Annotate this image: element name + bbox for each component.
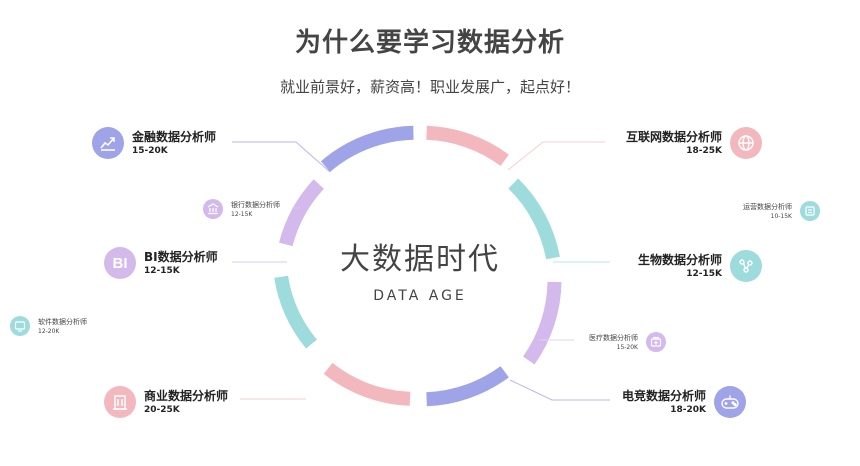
role-software-name: 软件数据分析师 — [38, 317, 87, 326]
role-internet-name: 互联网数据分析师 — [625, 129, 722, 144]
role-software: 软件数据分析师 12-20K — [10, 316, 87, 336]
page-title: 为什么要学习数据分析 — [294, 28, 565, 58]
globe-icon — [730, 127, 762, 159]
role-bank-salary: 12-15K — [231, 210, 253, 218]
role-bi: BI BI数据分析师 12-15K — [104, 247, 218, 279]
role-medical-salary: 15-20K — [616, 343, 638, 351]
chart-growth-icon — [92, 127, 124, 159]
role-operations-salary: 10-15K — [770, 212, 792, 220]
role-esports: 电竞数据分析师 18-20K — [622, 386, 746, 418]
ring-segment-right-upper — [508, 178, 560, 260]
center-subtitle: DATA AGE — [373, 288, 467, 304]
role-esports-name: 电竞数据分析师 — [621, 388, 706, 403]
role-business-salary: 20-25K — [144, 404, 180, 415]
software-icon — [10, 316, 30, 336]
molecule-icon — [730, 250, 762, 282]
ring-segment-left-lower — [274, 275, 317, 349]
center-title: 大数据时代 — [340, 242, 500, 277]
ring-segment-bottom-right — [426, 365, 509, 407]
role-operations: 运营数据分析师 10-15K — [743, 201, 820, 221]
role-bi-salary: 12-15K — [144, 265, 180, 276]
gamepad-icon — [714, 386, 746, 418]
role-bank-name: 银行数据分析师 — [231, 200, 280, 209]
ring-segment-bottom-left — [323, 362, 411, 406]
role-bi-name: BI数据分析师 — [144, 249, 218, 264]
ring-segment-left-upper — [279, 179, 325, 247]
role-business-name: 商业数据分析师 — [144, 388, 229, 403]
connector-internet — [507, 141, 605, 171]
ring-segment-top-right — [426, 125, 509, 167]
role-finance-name: 金融数据分析师 — [132, 129, 217, 144]
bank-icon — [203, 199, 223, 219]
role-biology-salary: 12-15K — [686, 268, 722, 279]
role-biology: 生物数据分析师 12-15K — [638, 250, 762, 282]
page-subtitle: 就业前景好，薪资高！职业发展广，起点好！ — [279, 78, 580, 96]
cart-icon — [800, 201, 820, 221]
role-medical-name: 医疗数据分析师 — [589, 333, 638, 342]
connector-lines — [232, 141, 610, 401]
bi-icon: BI — [104, 247, 136, 279]
connector-finance — [232, 141, 331, 173]
building-icon — [104, 386, 136, 418]
role-software-salary: 12-20K — [38, 327, 60, 335]
role-bank: 银行数据分析师 12-15K — [203, 199, 280, 219]
role-internet: 互联网数据分析师 18-25K — [626, 127, 762, 159]
role-finance-salary: 15-20K — [132, 145, 168, 156]
connector-esports — [509, 379, 610, 401]
role-business: 商业数据分析师 20-25K — [104, 386, 228, 418]
ring-segment-top-left — [320, 125, 414, 173]
medical-kit-icon — [646, 332, 666, 352]
role-internet-salary: 18-25K — [686, 145, 722, 156]
role-medical: 医疗数据分析师 15-20K — [589, 332, 666, 352]
role-biology-name: 生物数据分析师 — [637, 252, 722, 267]
ring-segments — [274, 125, 562, 407]
role-operations-name: 运营数据分析师 — [743, 202, 792, 211]
bi-icon-text: BI — [112, 254, 128, 272]
role-esports-salary: 18-20K — [670, 404, 706, 415]
role-finance: 金融数据分析师 15-20K — [92, 127, 216, 159]
ring-segment-right-lower — [523, 281, 562, 365]
